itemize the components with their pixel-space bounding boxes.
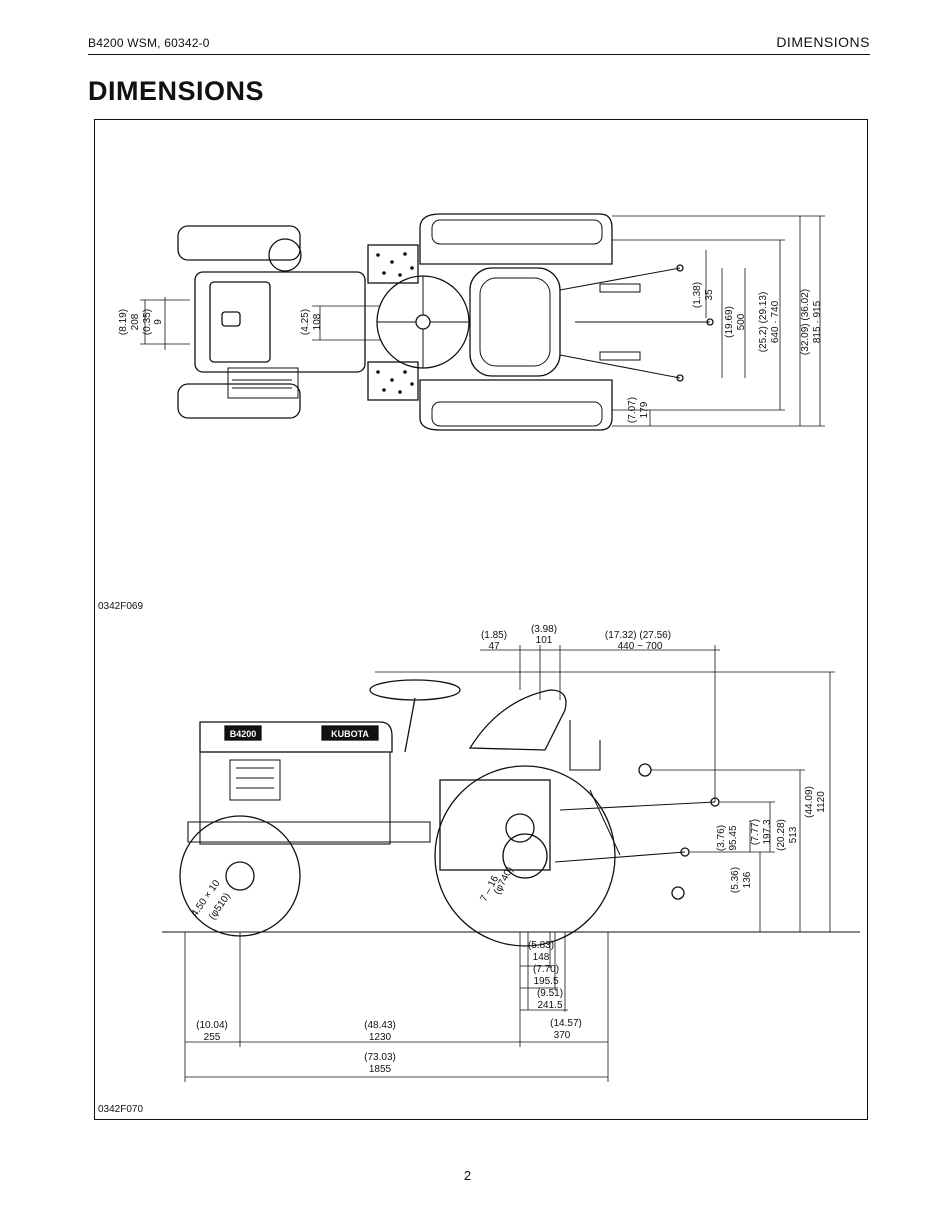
- svg-text:(8.19): (8.19): [118, 309, 129, 335]
- dim-1120-in: (44.09): [804, 786, 815, 818]
- dim-208-in: (8.19): [118, 309, 129, 335]
- dim-440-700: 440 ~ 700: [618, 641, 663, 652]
- dim-101-in: (3.98): [531, 624, 557, 635]
- dim-640-740-in: (25.2) (29.13): [758, 292, 769, 353]
- section-name: DIMENSIONS: [776, 34, 870, 50]
- dim-640-740: 640 · 740: [770, 300, 781, 343]
- figure-frame: [94, 119, 868, 1120]
- dim-101: 101: [536, 635, 553, 646]
- dim-35-in: (1.38): [692, 282, 703, 308]
- dim-197-in: (7.77): [750, 819, 761, 845]
- dim-208: 208: [130, 313, 141, 330]
- dim-513: 513: [788, 826, 799, 843]
- manual-code: B4200 WSM, 60342-0: [88, 36, 210, 50]
- side-view-dimension-lines: [184, 645, 835, 1082]
- side-view-drawing: [162, 679, 860, 947]
- dim-95-in: (3.76): [716, 825, 727, 851]
- page-header: B4200 WSM, 60342-0 DIMENSIONS: [88, 34, 870, 55]
- dim-500: 500: [736, 313, 747, 330]
- dim-440-700-in: (17.32) (27.56): [605, 630, 671, 641]
- dim-241: 241.5: [537, 1000, 562, 1011]
- dim-513-in: (20.28): [776, 819, 787, 851]
- dim-136: 136: [742, 871, 753, 888]
- hood-brand-label: KUBOTA: [331, 729, 369, 739]
- top-view-figure-code: 0342F069: [98, 601, 143, 612]
- dim-1230: 1230: [369, 1032, 392, 1043]
- dim-370-in: (14.57): [550, 1018, 582, 1029]
- dim-1230-in: (48.43): [364, 1020, 396, 1031]
- dim-255-in: (10.04): [196, 1020, 228, 1031]
- dim-9: 9: [153, 319, 164, 325]
- dim-136-in: (5.36): [730, 867, 741, 893]
- dim-148: 148: [533, 952, 550, 963]
- dim-1855-in: (73.03): [364, 1052, 396, 1063]
- dim-179-in: (7.07): [627, 397, 638, 423]
- dim-195-in: (7.70): [533, 964, 559, 975]
- dim-195: 195.5: [533, 976, 558, 987]
- dim-241-in: (9.51): [537, 988, 563, 999]
- page-title: DIMENSIONS: [88, 76, 265, 106]
- dim-35: 35: [704, 289, 715, 301]
- top-view-dimension-labels: (8.19) 208 (0.35) 9 (4.25) 108 (1.38) 35…: [118, 282, 823, 423]
- dim-815-915: 815 · 915: [812, 300, 823, 343]
- dim-1855: 1855: [369, 1064, 392, 1075]
- side-view-dimension-labels: (1.85) 47 (3.98) 101 (17.32) (27.56) 440…: [189, 624, 827, 1075]
- dim-47-in: (1.85): [481, 630, 507, 641]
- dim-108: 108: [312, 313, 323, 330]
- dim-9-in: (0.35): [142, 309, 153, 335]
- dim-815-915-in: (32.09) (36.02): [800, 289, 811, 355]
- top-view-dimension-lines: [140, 215, 825, 427]
- dim-95: 95.45: [728, 825, 739, 850]
- side-view-figure-code: 0342F070: [98, 1104, 143, 1115]
- dim-179: 179: [639, 401, 650, 418]
- dim-370: 370: [554, 1030, 571, 1041]
- page-number: 2: [463, 1168, 472, 1183]
- dim-500-in: (19.69): [724, 306, 735, 338]
- dim-1120: 1120: [816, 791, 827, 813]
- dim-255: 255: [204, 1032, 221, 1043]
- dim-47: 47: [488, 641, 500, 652]
- dim-197: 197.3: [762, 819, 773, 844]
- dim-148-in: (5.83): [528, 940, 554, 951]
- top-view-drawing: [177, 213, 714, 431]
- dim-108-in: (4.25): [300, 309, 311, 335]
- hood-model-label: B4200: [230, 729, 257, 739]
